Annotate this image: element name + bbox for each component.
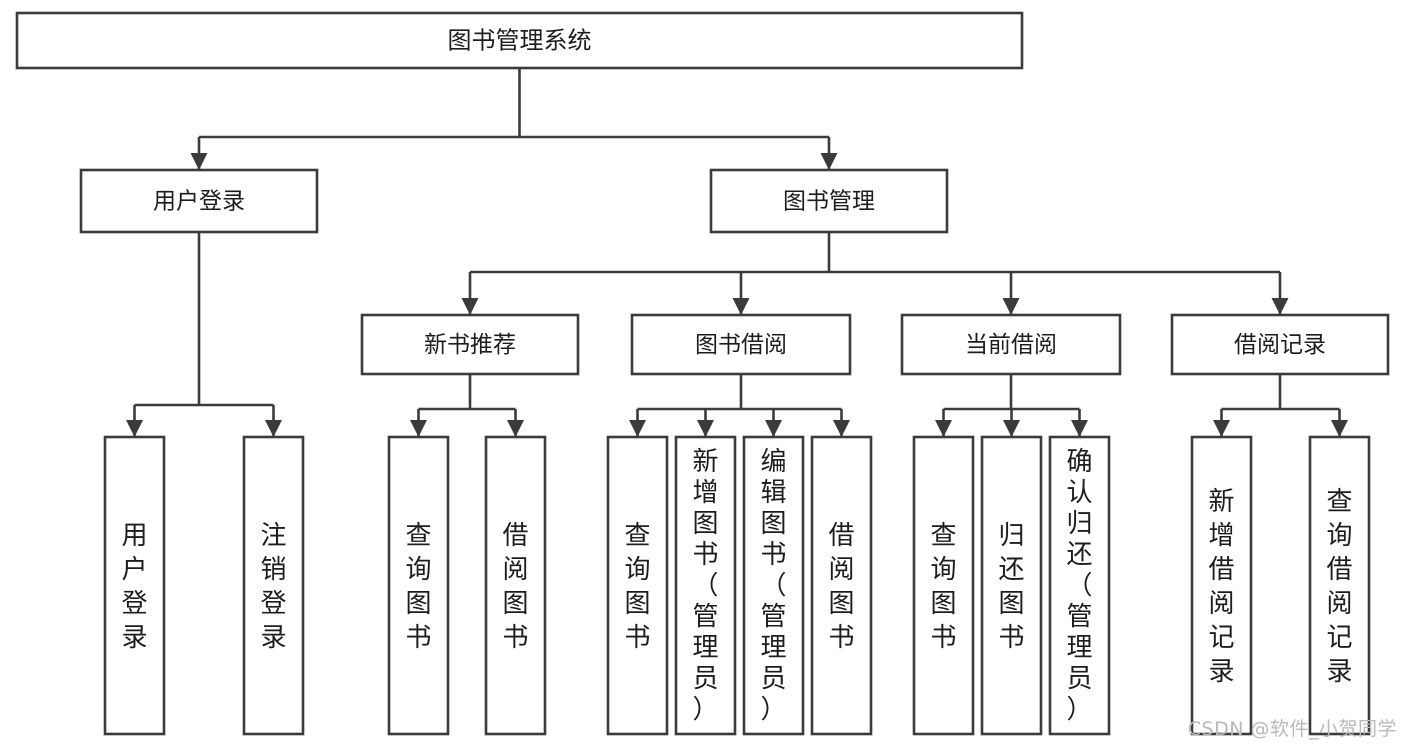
node-label: 图书管理 (783, 189, 875, 215)
arrow-head-icon (265, 420, 282, 437)
node-box[interactable] (15, 11, 1024, 70)
leaf-label: 查询图书 (930, 521, 956, 653)
node-leaf-add-record[interactable]: 新增借阅记录 (1190, 435, 1253, 736)
node-leaf-query-book-a[interactable]: 查询图书 (387, 435, 450, 736)
node-box[interactable] (1190, 435, 1253, 736)
arrow-head-icon (461, 298, 479, 315)
node-leaf-query-record[interactable]: 查询借阅记录 (1308, 435, 1371, 736)
connector-layer (126, 68, 1348, 437)
arrow-head-icon (1002, 298, 1020, 315)
arrow-head-icon (820, 153, 838, 170)
arrow-head-icon (697, 420, 714, 437)
leaf-label: 新增借阅记录 (1208, 487, 1234, 687)
leaf-label: 用户登录 (121, 521, 147, 653)
node-leaf-edit-book[interactable]: 编辑图书（管理员） (742, 435, 805, 736)
node-user-login[interactable]: 用户登录 (79, 168, 319, 234)
node-leaf-confirm-return[interactable]: 确认归还（管理员） (1048, 435, 1111, 736)
arrow-head-icon (507, 420, 524, 437)
arrow-head-icon (126, 420, 143, 437)
leaf-label: 归还图书 (998, 521, 1024, 653)
node-leaf-user-login[interactable]: 用户登录 (103, 435, 166, 736)
node-box[interactable] (1308, 435, 1371, 736)
node-box[interactable] (103, 435, 166, 736)
leaf-label: 编辑图书（管理员） (760, 447, 786, 725)
node-label: 图书管理系统 (448, 27, 592, 55)
node-leaf-query-book-c[interactable]: 查询图书 (912, 435, 975, 736)
node-leaf-return-book[interactable]: 归还图书 (980, 435, 1043, 736)
node-box[interactable] (912, 435, 975, 736)
arrow-head-icon (1331, 420, 1348, 437)
arrow-head-icon (410, 420, 427, 437)
arrow-head-icon (629, 420, 646, 437)
node-label: 借阅记录 (1234, 332, 1326, 358)
node-label: 当前借阅 (965, 332, 1057, 358)
leaf-label: 注销登录 (260, 521, 286, 653)
node-box[interactable] (742, 435, 805, 736)
leaf-label: 新增图书（管理员） (692, 447, 718, 725)
node-box[interactable] (79, 168, 319, 234)
node-book-manage[interactable]: 图书管理 (709, 168, 949, 234)
arrow-head-icon (732, 298, 750, 315)
node-box[interactable] (360, 313, 580, 376)
node-box[interactable] (810, 435, 873, 736)
node-label: 新书推荐 (424, 332, 516, 358)
node-box[interactable] (1170, 313, 1390, 376)
node-box[interactable] (387, 435, 450, 736)
node-layer: 图书管理系统用户登录图书管理新书推荐图书借阅当前借阅借阅记录用户登录注销登录查询… (15, 11, 1390, 736)
node-leaf-add-book[interactable]: 新增图书（管理员） (674, 435, 737, 736)
node-box[interactable] (242, 435, 305, 736)
leaf-label: 确认归还（管理员） (1066, 447, 1092, 725)
node-borrow-record[interactable]: 借阅记录 (1170, 313, 1390, 376)
node-new-book-recommend[interactable]: 新书推荐 (360, 313, 580, 376)
arrow-head-icon (1003, 420, 1020, 437)
node-label: 用户登录 (153, 189, 245, 215)
node-label: 图书借阅 (695, 332, 787, 358)
arrow-head-icon (1071, 420, 1088, 437)
arrow-head-icon (935, 420, 952, 437)
node-leaf-logout[interactable]: 注销登录 (242, 435, 305, 736)
leaf-label: 查询图书 (405, 521, 431, 653)
node-box[interactable] (709, 168, 949, 234)
node-root[interactable]: 图书管理系统 (15, 11, 1024, 70)
node-box[interactable] (630, 313, 852, 376)
node-book-borrow[interactable]: 图书借阅 (630, 313, 852, 376)
arrow-head-icon (833, 420, 850, 437)
leaf-label: 查询图书 (624, 521, 650, 653)
leaf-label: 借阅图书 (502, 521, 528, 653)
arrow-head-icon (1213, 420, 1230, 437)
node-box[interactable] (606, 435, 669, 736)
arrow-head-icon (190, 153, 208, 170)
node-box[interactable] (1048, 435, 1111, 736)
node-box[interactable] (484, 435, 547, 736)
node-box[interactable] (900, 313, 1122, 376)
leaf-label: 借阅图书 (828, 521, 854, 653)
node-box[interactable] (674, 435, 737, 736)
node-current-borrow[interactable]: 当前借阅 (900, 313, 1122, 376)
arrow-head-icon (765, 420, 782, 437)
arrow-head-icon (1271, 298, 1289, 315)
node-leaf-borrow-book-a[interactable]: 借阅图书 (484, 435, 547, 736)
node-box[interactable] (980, 435, 1043, 736)
node-leaf-borrow-book-b[interactable]: 借阅图书 (810, 435, 873, 736)
node-leaf-query-book-b[interactable]: 查询图书 (606, 435, 669, 736)
leaf-label: 查询借阅记录 (1326, 487, 1352, 687)
